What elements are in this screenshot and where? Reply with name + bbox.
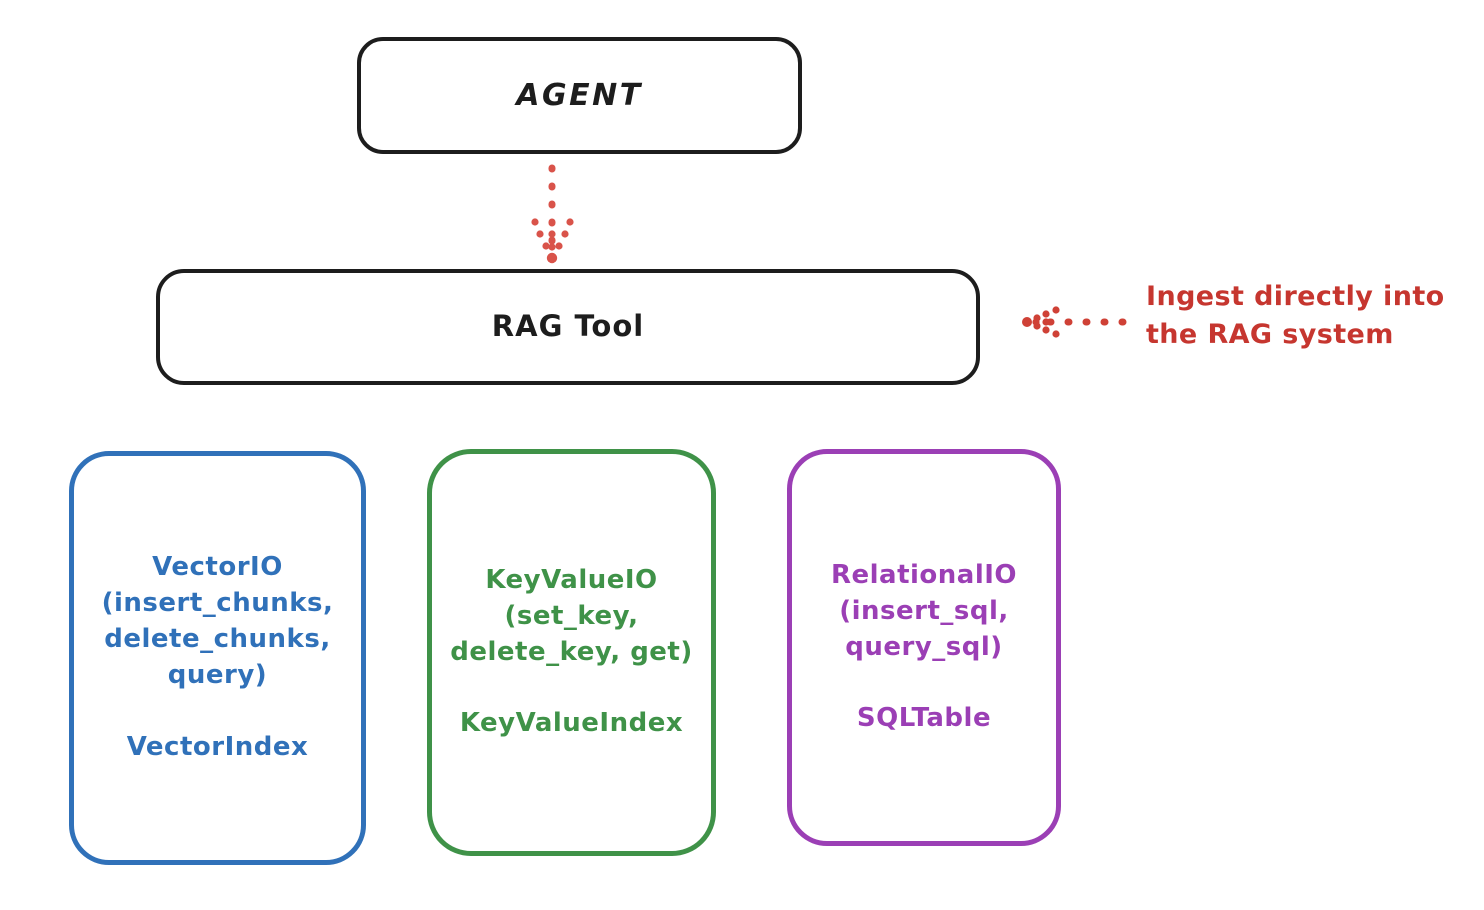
node-rag-tool[interactable]: RAG Tool xyxy=(156,269,980,385)
node-key-value-io-label: KeyValueIO (set_key, delete_key, get) Ke… xyxy=(450,564,693,739)
annotation-ingest-directly: Ingest directly into the RAG system xyxy=(1146,281,1445,351)
node-vector-io[interactable]: VectorIO (insert_chunks, delete_chunks, … xyxy=(69,451,366,865)
node-relational-io[interactable]: RelationalIO (insert_sql, query_sql) SQL… xyxy=(787,449,1061,846)
arrow-agent-to-rag-tool xyxy=(531,164,574,264)
arrow-ingest-to-rag-tool-head xyxy=(1022,306,1060,338)
node-key-value-io[interactable]: KeyValueIO (set_key, delete_key, get) Ke… xyxy=(427,449,716,856)
node-rag-tool-label: RAG Tool xyxy=(491,309,645,344)
node-agent-label: AGENT xyxy=(516,78,643,113)
node-agent[interactable]: AGENT xyxy=(357,37,802,154)
arrow-agent-to-rag-tool-head xyxy=(531,218,574,264)
node-relational-io-label: RelationalIO (insert_sql, query_sql) SQL… xyxy=(830,559,1018,734)
node-vector-io-label: VectorIO (insert_chunks, delete_chunks, … xyxy=(101,552,334,762)
arrow-ingest-to-rag-tool xyxy=(1022,306,1141,338)
